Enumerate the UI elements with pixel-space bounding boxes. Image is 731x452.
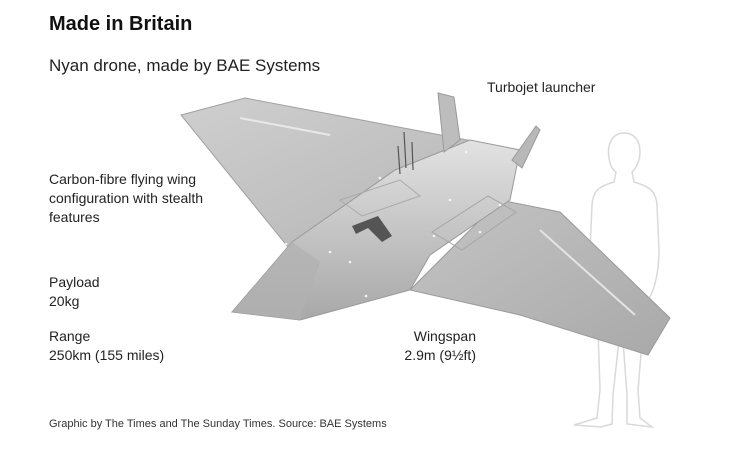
wing-label: Carbon-fibre flying wing configuration w…: [49, 171, 204, 225]
left-tail-fin: [437, 92, 461, 153]
wingspan-block: Wingspan 2.9m (9½ft): [400, 327, 476, 365]
payload-block: Payload 20kg: [49, 273, 100, 311]
air-intake: [352, 216, 392, 242]
page-subtitle: Nyan drone, made by BAE Systems: [49, 56, 321, 75]
range-block: Range 250km (155 miles): [49, 327, 164, 365]
payload-value: 20kg: [49, 293, 80, 309]
source-credit: Graphic by The Times and The Sunday Time…: [49, 418, 387, 430]
range-label: Range: [49, 328, 91, 344]
page-title: Made in Britain: [49, 13, 193, 35]
turbojet-label: Turbojet launcher: [487, 79, 596, 95]
range-value: 250km (155 miles): [49, 347, 165, 363]
drone: [180, 92, 671, 356]
nose: [232, 242, 320, 320]
payload-label: Payload: [49, 274, 100, 290]
right-tail-fin: [511, 125, 541, 169]
wingspan-label: Wingspan: [413, 328, 476, 344]
wingspan-value: 2.9m (9½ft): [404, 347, 476, 363]
